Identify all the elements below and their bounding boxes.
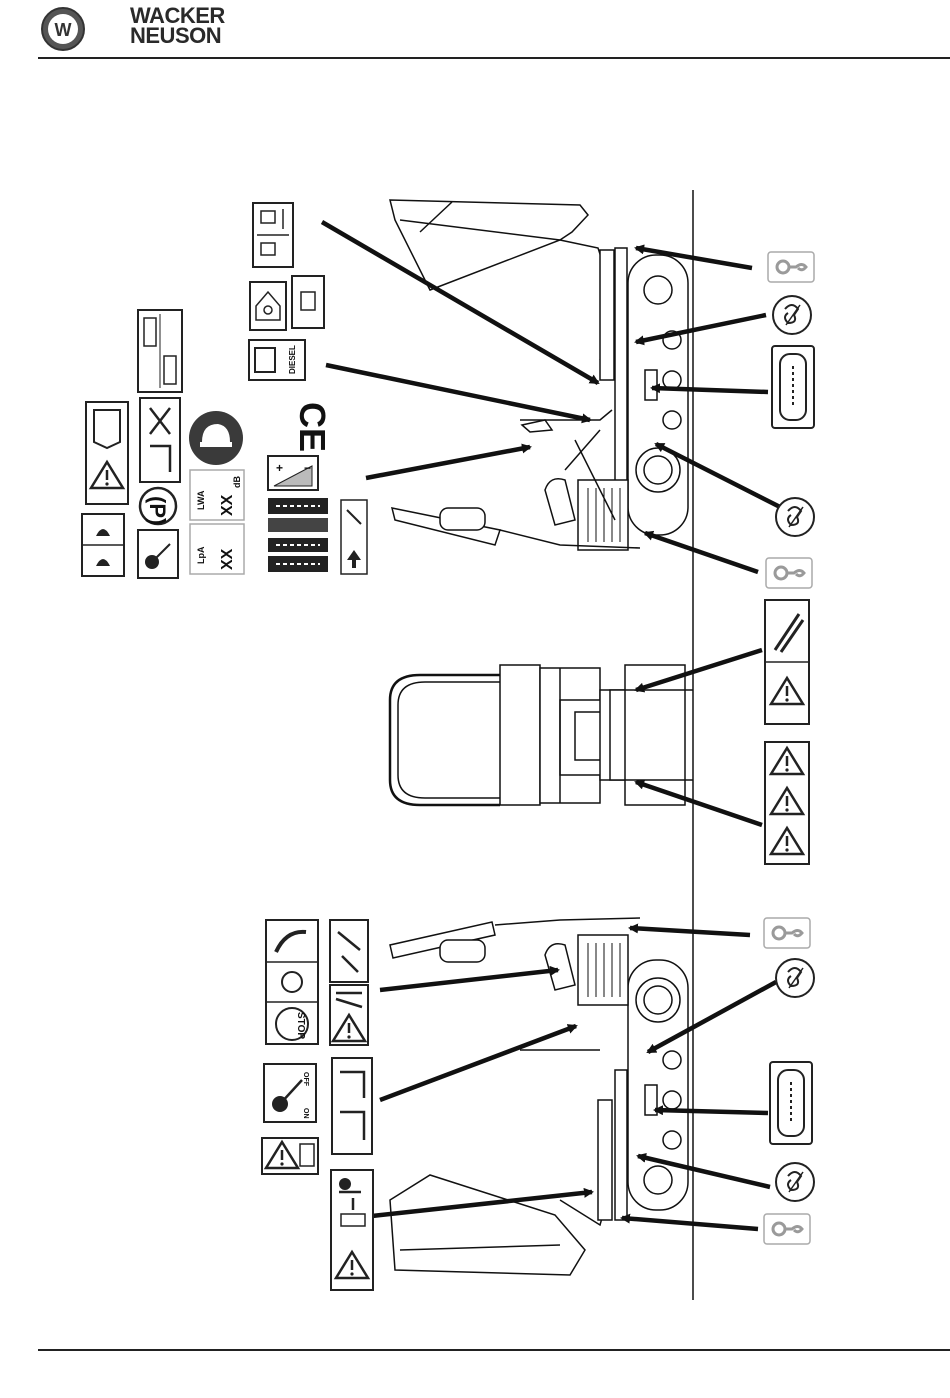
lifting-point-icon-4 — [776, 1163, 814, 1201]
read-manual-decal — [86, 402, 128, 504]
track-tension-icon-2 — [770, 1062, 812, 1144]
ce-label: CE — [292, 402, 333, 452]
lwa-label: LWA — [196, 490, 206, 510]
tie-down-icon-3 — [764, 918, 810, 948]
arrow-3 — [366, 447, 530, 478]
parking-label: (P) — [145, 496, 170, 525]
arrow-2 — [326, 365, 590, 420]
arrow-13 — [380, 970, 558, 990]
beacon-decal — [82, 514, 124, 576]
sound-power-decal: LWA dB XX — [190, 470, 244, 520]
tie-down-icon — [768, 252, 814, 282]
arrow-11 — [630, 928, 750, 935]
ignition-decal — [138, 530, 178, 578]
helmet-icon — [189, 411, 243, 465]
track-tension-icon — [772, 346, 814, 428]
tank-decal — [292, 276, 324, 328]
arrow-14 — [380, 1026, 576, 1100]
fuel-fill-decal — [250, 282, 286, 330]
switch-on-label: ON — [302, 1108, 309, 1119]
diesel-decal: DIESEL — [249, 340, 305, 380]
stop-label: STOP — [295, 1012, 306, 1039]
lifting-point-icon-3 — [776, 959, 814, 997]
lever-direction-decal — [140, 398, 180, 482]
arrow-15 — [655, 1110, 768, 1113]
machine-left-view — [390, 200, 688, 550]
lwa-value: XX — [219, 494, 236, 516]
on-off-switch-decal: OFF ON — [264, 1064, 316, 1122]
switch-off-label: OFF — [302, 1072, 309, 1087]
lpa-value: XX — [219, 548, 236, 570]
lever-operation-decal — [332, 1058, 372, 1154]
arrow-17 — [622, 1218, 758, 1229]
battery-minus: − — [304, 461, 311, 475]
tie-down-icon-2 — [766, 558, 812, 588]
distance-decal — [331, 1170, 373, 1290]
diesel-label: DIESEL — [288, 345, 297, 374]
lifting-point-icon-2 — [776, 498, 814, 536]
lpa-label: LpA — [196, 546, 206, 564]
warning-triple-decal — [765, 742, 809, 864]
direction-lift-decal — [341, 500, 367, 574]
engine-decal — [138, 310, 182, 392]
hand-crush-decal: STOP — [266, 920, 318, 1044]
parking-brake-decal: (P) — [140, 488, 176, 525]
read-manual-decal-2 — [262, 1138, 318, 1174]
rotating-parts-decal — [330, 985, 368, 1045]
ce-mark: CE — [292, 402, 333, 452]
drive-pattern-decals — [268, 498, 328, 572]
hydraulic-decal — [253, 203, 293, 267]
crush-hazard-decal — [765, 600, 809, 724]
lifting-point-icon — [773, 296, 811, 334]
sound-pressure-decal: LpA XX — [190, 524, 244, 574]
battery-decal: + − — [268, 456, 318, 490]
db-label: dB — [232, 476, 242, 488]
hot-surface-decal — [330, 920, 368, 982]
tie-down-icon-4 — [764, 1214, 810, 1244]
arrow-8 — [645, 533, 758, 572]
battery-plus: + — [276, 461, 283, 475]
